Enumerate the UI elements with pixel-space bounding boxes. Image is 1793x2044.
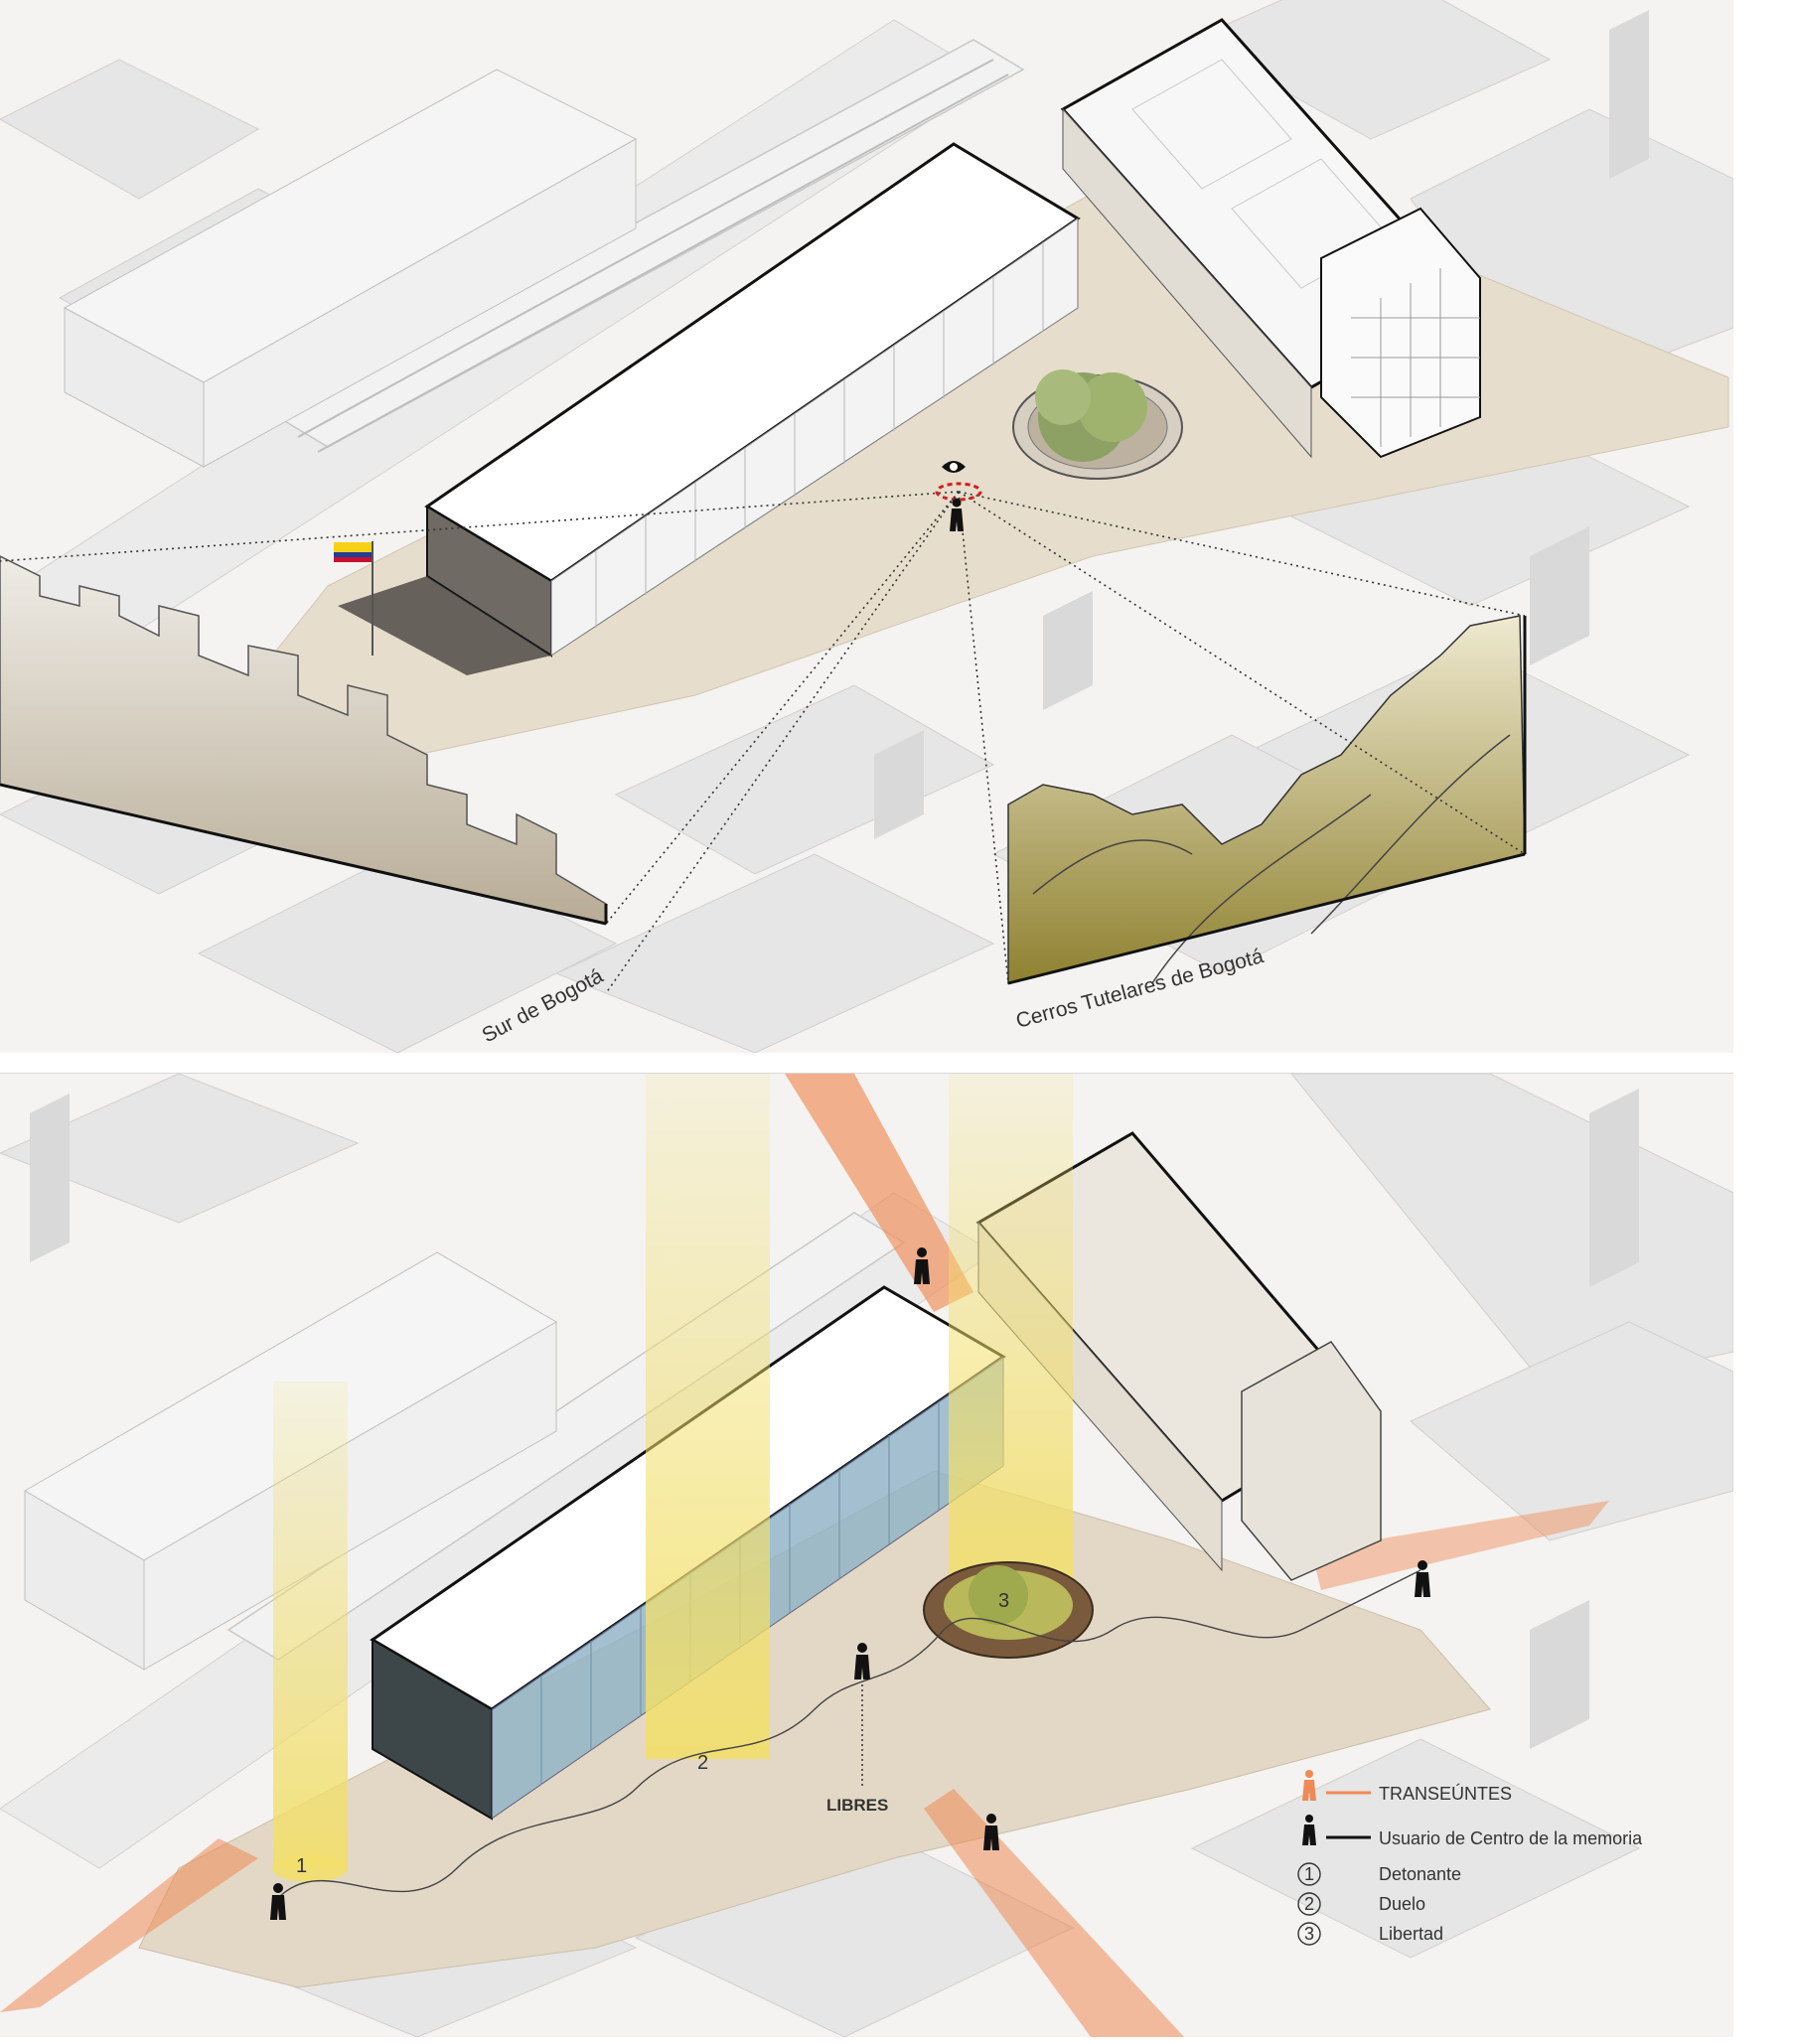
legend-item-1-num: 1 xyxy=(1304,1864,1314,1884)
zone-number-1: 1 xyxy=(296,1855,307,1877)
legend-item-3-label: Libertad xyxy=(1379,1924,1443,1944)
legend-item-2-label: Duelo xyxy=(1379,1894,1425,1914)
zone-number-2: 2 xyxy=(697,1752,708,1774)
libres-label: LIBRES xyxy=(826,1796,888,1815)
legend-transeuntes-label: TRANSEÚNTES xyxy=(1379,1783,1512,1804)
legend-item-2-num: 2 xyxy=(1304,1894,1314,1914)
zone-number-3: 3 xyxy=(998,1590,1009,1612)
legend-item-1-label: Detonante xyxy=(1379,1864,1461,1884)
top-axonometric-view: Sur de Bogotá Cerros Tutelares de Bogotá xyxy=(0,0,1733,1053)
bottom-view-drawing: 1 2 3 LIBRES TRANSEÚNTES Usuari xyxy=(0,1074,1733,2037)
bottom-axonometric-view: 1 2 3 LIBRES TRANSEÚNTES Usuari xyxy=(0,1073,1733,2037)
legend-usuario-label: Usuario de Centro de la memoria xyxy=(1379,1828,1643,1848)
legend-item-3-num: 3 xyxy=(1304,1924,1314,1944)
top-view-drawing: Sur de Bogotá Cerros Tutelares de Bogotá xyxy=(0,0,1733,1053)
